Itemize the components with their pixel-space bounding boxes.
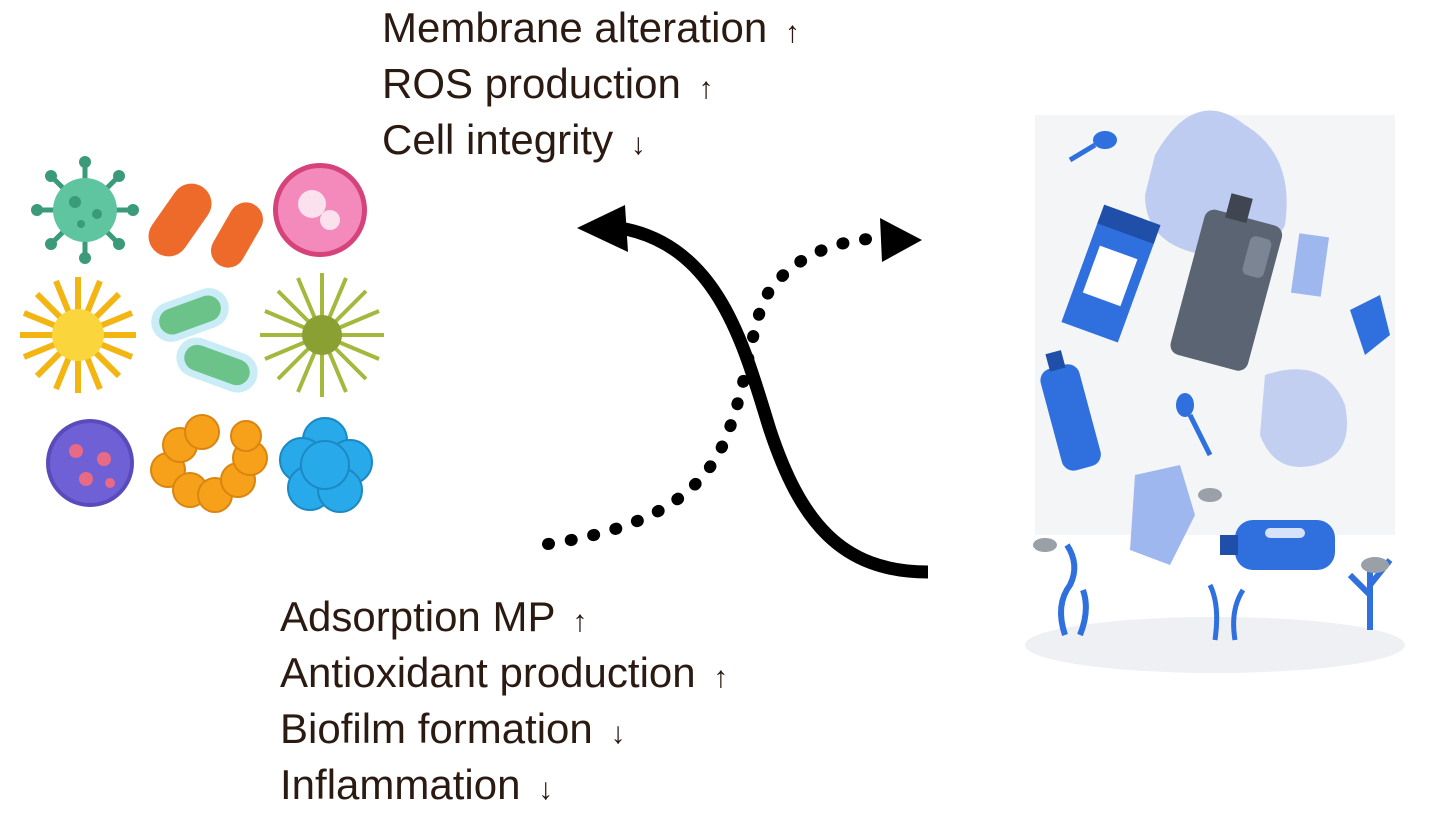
blue-cluster-icon [279, 417, 373, 513]
solid-arrow-path [618, 221, 929, 579]
effect-membrane-alteration: Membrane alteration ↑ [382, 4, 800, 51]
effect-cell-integrity: Cell integrity ↓ [382, 116, 646, 163]
spoon-icon [1068, 131, 1117, 163]
green-capsule-bacteria-icon [151, 288, 258, 393]
effect-antioxidant-production: Antioxidant production ↑ [280, 649, 729, 696]
microplastic-effects-list: Adsorption MP ↑ Antioxidant production ↑… [280, 591, 728, 815]
microorganisms-illustration [10, 140, 390, 530]
milk-carton-icon [1061, 204, 1161, 343]
orange-segmented-bacteria-icon [150, 414, 268, 513]
spoon-icon [1176, 393, 1213, 457]
effect-inflammation: Inflammation ↓ [280, 761, 554, 808]
effect-adsorption-mp: Adsorption MP ↑ [280, 593, 588, 640]
rock-icon [1033, 538, 1057, 552]
up-arrow-icon: ↑ [572, 605, 588, 638]
plastic-scene [995, 45, 1437, 690]
plastic-flask-icon [1350, 295, 1390, 355]
yellow-bacteria-icon [20, 277, 136, 393]
seaweed-icon [1207, 583, 1246, 641]
dotted-arrow-path [542, 232, 886, 550]
effect-ros-production: ROS production ↑ [382, 60, 714, 107]
seaweed-icon [1058, 543, 1089, 637]
pink-cell-icon [273, 163, 367, 257]
orange-bacteria-icon [148, 183, 263, 268]
jerrycan-icon [1170, 193, 1283, 371]
down-arrow-icon: ↓ [610, 717, 626, 750]
green-virus-icon [31, 156, 139, 264]
microbes-grid [20, 156, 384, 513]
effect-biofilm-formation: Biofilm formation ↓ [280, 705, 626, 752]
up-arrow-icon: ↑ [698, 72, 714, 105]
dotted-arrowhead-icon [880, 218, 922, 262]
up-arrow-icon: ↑ [784, 16, 800, 49]
solid-arrowhead-icon [577, 205, 628, 252]
plastic-bottle-icon [1220, 520, 1335, 570]
down-arrow-icon: ↓ [538, 773, 554, 806]
up-arrow-icon: ↑ [713, 661, 729, 694]
rock-icon [1361, 557, 1389, 573]
purple-virus-icon [46, 419, 134, 507]
plastic-bag-icon [1260, 369, 1347, 467]
plastic-bottle-icon [1040, 350, 1101, 471]
rock-icon [1198, 488, 1222, 502]
down-arrow-icon: ↓ [630, 128, 646, 161]
ocean-plastic-pollution-illustration [995, 45, 1437, 690]
microbe-effects-list: Membrane alteration ↑ ROS production ↑ C… [382, 2, 800, 170]
crushed-bottle-icon [1130, 465, 1195, 565]
plastic-cup-icon [1290, 233, 1330, 297]
olive-bacteria-icon [260, 273, 384, 397]
